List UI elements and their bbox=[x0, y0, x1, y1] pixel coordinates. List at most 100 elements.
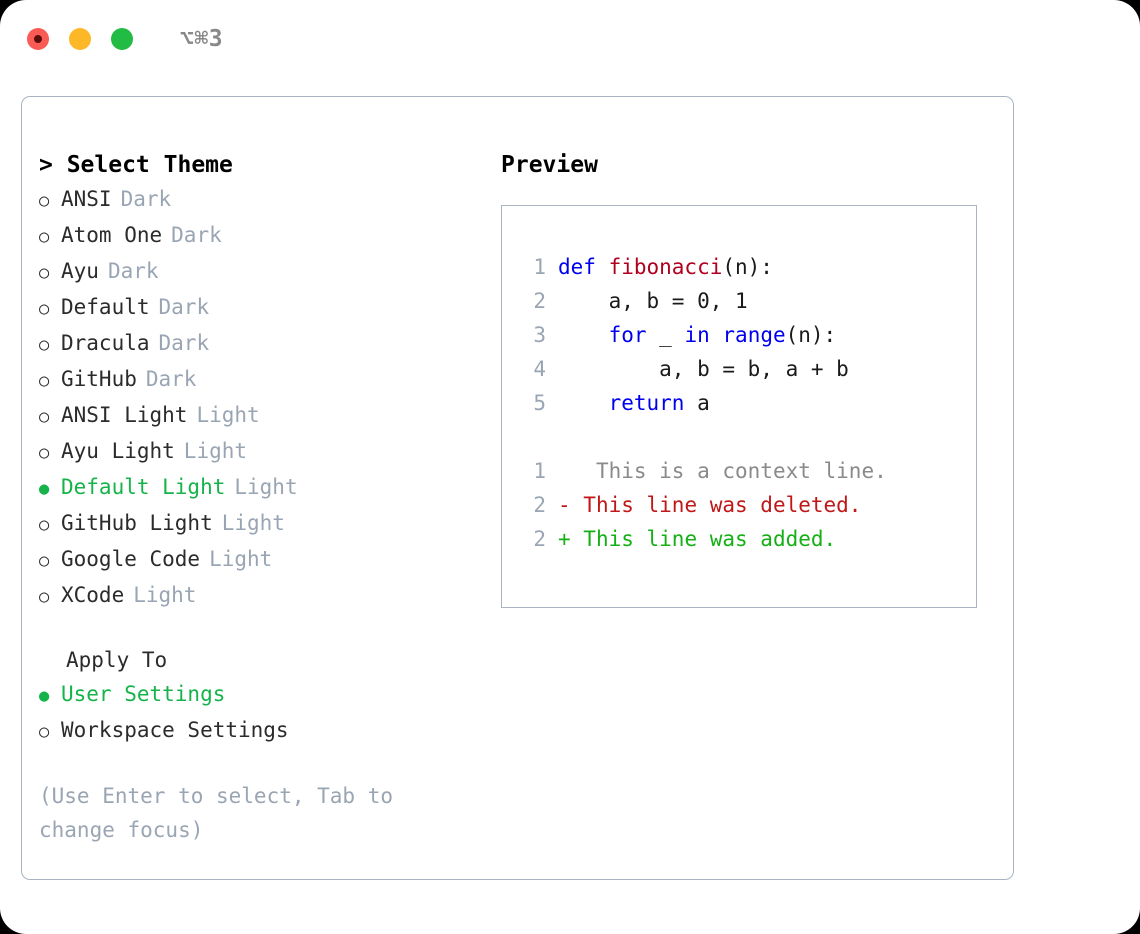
theme-name: Default Light bbox=[61, 475, 226, 499]
radio-selected-icon: ● bbox=[39, 479, 50, 499]
diff-content: This line was added. bbox=[570, 527, 837, 551]
minimize-button[interactable] bbox=[69, 28, 91, 50]
theme-name: Atom One bbox=[61, 223, 163, 247]
theme-selector-dialog: > Select Theme ○ ANSI Dark ○ Atom One Da… bbox=[21, 96, 1014, 880]
line-number: 5 bbox=[533, 391, 546, 415]
theme-list[interactable]: ○ ANSI Dark ○ Atom One Dark ○ Ayu Dark bbox=[39, 182, 499, 614]
token-plain bbox=[558, 391, 609, 415]
code-line: 3 for _ in range(n): bbox=[516, 318, 976, 352]
apply-to-option-workspace-settings[interactable]: ○ Workspace Settings bbox=[39, 713, 499, 749]
token-plain: a, b = 0, 1 bbox=[558, 289, 748, 313]
line-number: 4 bbox=[533, 357, 546, 381]
theme-name: GitHub bbox=[61, 367, 137, 391]
theme-name: ANSI Light bbox=[61, 403, 188, 427]
preview-panel: Preview 1 def fibonacci(n): 2 a, b = 0, … bbox=[501, 148, 1001, 608]
close-button[interactable] bbox=[27, 28, 49, 50]
token-keyword: return bbox=[608, 391, 685, 415]
code-line: 4 a, b = b, a + b bbox=[516, 352, 976, 386]
keyboard-shortcut-label: ⌥⌘3 bbox=[180, 26, 224, 52]
token-keyword: def bbox=[558, 255, 609, 279]
radio-icon: ○ bbox=[39, 515, 50, 535]
theme-option-xcode[interactable]: ○ XCode Light bbox=[39, 578, 499, 614]
theme-category: Light bbox=[221, 511, 285, 535]
radio-icon: ○ bbox=[39, 407, 50, 427]
theme-category: Dark bbox=[120, 187, 172, 211]
diff-content: This is a context line. bbox=[570, 459, 887, 483]
token-keyword: in bbox=[684, 323, 710, 347]
code-content: def fibonacci(n): bbox=[558, 250, 773, 284]
theme-category: Light bbox=[133, 583, 197, 607]
radio-icon: ○ bbox=[39, 443, 50, 463]
radio-icon: ○ bbox=[39, 551, 50, 571]
line-number: 2 bbox=[533, 289, 546, 313]
token-plain: a bbox=[684, 391, 710, 415]
diff-line-context: 1 This is a context line. bbox=[516, 454, 976, 488]
theme-option-github-light[interactable]: ○ GitHub Light Light bbox=[39, 506, 499, 542]
line-number: 2 bbox=[533, 493, 546, 517]
theme-name: Ayu bbox=[61, 259, 99, 283]
theme-option-ansi-light[interactable]: ○ ANSI Light Light bbox=[39, 398, 499, 434]
radio-icon: ○ bbox=[39, 722, 50, 742]
theme-option-github-dark[interactable]: ○ GitHub Dark bbox=[39, 362, 499, 398]
token-plain: _ bbox=[646, 323, 685, 347]
theme-option-google-code[interactable]: ○ Google Code Light bbox=[39, 542, 499, 578]
theme-category: Light bbox=[183, 439, 248, 463]
section-divider bbox=[39, 614, 499, 643]
theme-category: Dark bbox=[158, 295, 210, 319]
theme-category: Dark bbox=[145, 367, 197, 391]
theme-category: Light bbox=[209, 547, 273, 571]
radio-icon: ○ bbox=[39, 227, 50, 247]
diff-content: This line was deleted. bbox=[570, 493, 862, 517]
code-line: 1 def fibonacci(n): bbox=[516, 250, 976, 284]
theme-name: XCode bbox=[61, 583, 125, 607]
code-content: a, b = 0, 1 bbox=[558, 284, 748, 318]
token-plain: (n): bbox=[722, 255, 773, 279]
diff-marker bbox=[558, 454, 571, 488]
theme-option-atom-one-dark[interactable]: ○ Atom One Dark bbox=[39, 218, 499, 254]
line-number: 2 bbox=[533, 527, 546, 551]
diff-marker: + bbox=[558, 527, 571, 551]
radio-icon: ○ bbox=[39, 299, 50, 319]
apply-to-label: Workspace Settings bbox=[61, 718, 289, 742]
token-plain bbox=[710, 323, 723, 347]
token-plain: a, b = b, a + b bbox=[558, 357, 849, 381]
apply-to-option-user-settings[interactable]: ● User Settings bbox=[39, 677, 499, 713]
theme-name: Dracula bbox=[61, 331, 150, 355]
token-plain: (n): bbox=[785, 323, 837, 347]
apply-to-label: User Settings bbox=[61, 682, 226, 706]
diff-line-deleted: 2 - This line was deleted. bbox=[516, 488, 976, 522]
token-function: fibonacci bbox=[608, 255, 723, 279]
theme-category: Dark bbox=[107, 259, 159, 283]
token-keyword: for bbox=[608, 323, 647, 347]
code-line: 2 a, b = 0, 1 bbox=[516, 284, 976, 318]
preview-code-box: 1 def fibonacci(n): 2 a, b = 0, 1 3 for … bbox=[501, 205, 977, 608]
code-content: a, b = b, a + b bbox=[558, 352, 849, 386]
radio-icon: ○ bbox=[39, 263, 50, 283]
theme-name: Ayu Light bbox=[61, 439, 175, 463]
theme-option-ansi-dark[interactable]: ○ ANSI Dark bbox=[39, 182, 499, 218]
theme-option-ayu-dark[interactable]: ○ Ayu Dark bbox=[39, 254, 499, 290]
code-content: for _ in range(n): bbox=[558, 318, 837, 352]
token-builtin: range bbox=[722, 323, 786, 347]
theme-category: Dark bbox=[158, 331, 210, 355]
line-number: 3 bbox=[533, 323, 546, 347]
theme-option-default-light[interactable]: ● Default Light Light bbox=[39, 470, 499, 506]
theme-option-default-dark[interactable]: ○ Default Dark bbox=[39, 290, 499, 326]
theme-category: Dark bbox=[171, 223, 222, 247]
radio-selected-icon: ● bbox=[39, 686, 50, 706]
theme-option-ayu-light[interactable]: ○ Ayu Light Light bbox=[39, 434, 499, 470]
theme-category: Light bbox=[196, 403, 260, 427]
diff-marker: - bbox=[558, 493, 571, 517]
keyboard-hint-text: (Use Enter to select, Tab to change focu… bbox=[39, 784, 394, 842]
theme-name: Default bbox=[61, 295, 150, 319]
page-title: > Select Theme bbox=[39, 152, 233, 178]
apply-to-list[interactable]: ● User Settings ○ Workspace Settings bbox=[39, 677, 499, 749]
theme-option-dracula-dark[interactable]: ○ Dracula Dark bbox=[39, 326, 499, 362]
maximize-button[interactable] bbox=[111, 28, 133, 50]
radio-icon: ○ bbox=[39, 587, 50, 607]
diff-line-added: 2 + This line was added. bbox=[516, 522, 976, 556]
theme-selection-panel: > Select Theme ○ ANSI Dark ○ Atom One Da… bbox=[39, 148, 499, 847]
theme-category: Light bbox=[234, 475, 298, 499]
preview-title: Preview bbox=[501, 152, 598, 178]
theme-name: GitHub Light bbox=[61, 511, 213, 535]
